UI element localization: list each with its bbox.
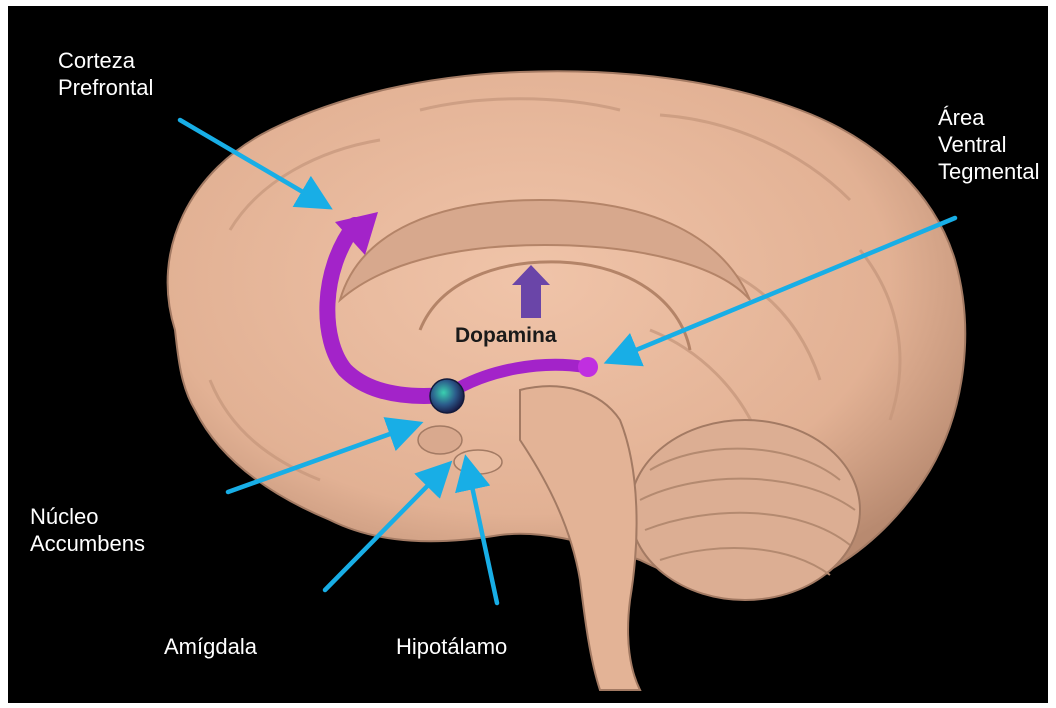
prefrontal-cortex-label: Corteza Prefrontal bbox=[58, 47, 153, 101]
vta-dot bbox=[578, 357, 598, 377]
hypothalamus-region bbox=[454, 450, 502, 474]
brainstem bbox=[520, 386, 640, 690]
cerebellum bbox=[630, 420, 860, 600]
dopamine-label: Dopamina bbox=[455, 324, 557, 348]
nucleus-accumbens-label: Núcleo Accumbens bbox=[30, 503, 145, 557]
vta-label: Área Ventral Tegmental bbox=[938, 104, 1040, 185]
amygdala-label: Amígdala bbox=[164, 633, 257, 660]
nucleus-accumbens-sphere bbox=[430, 379, 464, 413]
amygdala-region bbox=[418, 426, 462, 454]
hypothalamus-label: Hipotálamo bbox=[396, 633, 507, 660]
